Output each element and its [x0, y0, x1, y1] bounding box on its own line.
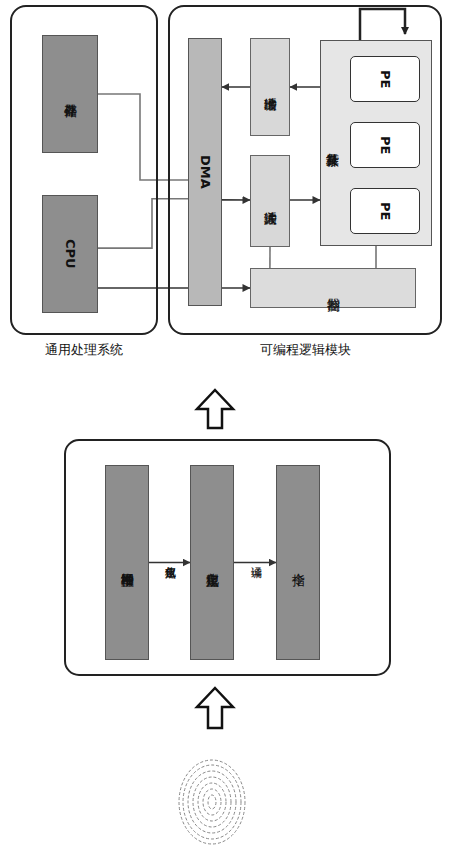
- connector-arrow: [234, 562, 276, 564]
- fingerprint-ridge: [193, 777, 231, 827]
- hollow-up-arrow: [197, 688, 233, 728]
- fingerprint-illustration: [179, 760, 245, 844]
- fingerprint-ridge: [198, 783, 226, 821]
- connector-arrow: [149, 562, 190, 564]
- pe-box: PE: [350, 188, 420, 234]
- fingerprint-ridge: [183, 765, 241, 839]
- heading-holder: 复杂计算核: [325, 41, 339, 245]
- pe-box: PE: [350, 122, 420, 168]
- pe-box: PE: [350, 56, 420, 102]
- connector-arrow: [290, 199, 320, 201]
- feedback-loop: [360, 9, 405, 40]
- box-label: PE: [378, 136, 392, 154]
- box-label: PE: [378, 202, 392, 220]
- process-box: 控制器: [250, 268, 416, 308]
- box-label: PE: [378, 70, 392, 88]
- process-box: 复杂计算核 PE PE PE: [320, 40, 432, 246]
- box-label: DMA: [198, 155, 212, 189]
- process-box: 输入缓冲: [250, 155, 290, 247]
- process-box: 定点化模型: [190, 465, 234, 660]
- group-heading: 可编程逻辑模块: [170, 341, 440, 359]
- connector-line: [98, 94, 188, 180]
- box-label: CPU: [63, 239, 77, 269]
- group-box: 通用处理系统外存储器CPU: [10, 5, 158, 335]
- group-heading: 通用处理系统: [12, 341, 156, 359]
- group-frame: [65, 440, 390, 675]
- fingerprint-ridge: [188, 771, 236, 833]
- process-box: CPU: [42, 195, 98, 313]
- fingerprint-ridge: [203, 789, 221, 815]
- connector-arrow: [222, 199, 250, 201]
- process-box: DMA: [188, 38, 222, 306]
- process-box: 指令: [276, 465, 320, 660]
- process-box: 神经网络模型: [105, 465, 149, 660]
- connector-arrow: [98, 287, 250, 289]
- fingerprint-ridge: [208, 795, 216, 809]
- connector-line: [375, 246, 377, 268]
- process-box: 外存储器: [42, 35, 98, 153]
- group-box: 可编程逻辑模块DMA输出缓冲输入缓冲复杂计算核PEPEPE控制器: [168, 5, 442, 335]
- connector-arrow: [290, 86, 320, 88]
- connector-arrow: [222, 86, 250, 88]
- connector-line: [98, 199, 188, 248]
- process-box: 输出缓冲: [250, 38, 290, 136]
- connector-line: [269, 247, 271, 268]
- fingerprint-ridge: [179, 760, 245, 844]
- hollow-up-arrow: [197, 390, 233, 428]
